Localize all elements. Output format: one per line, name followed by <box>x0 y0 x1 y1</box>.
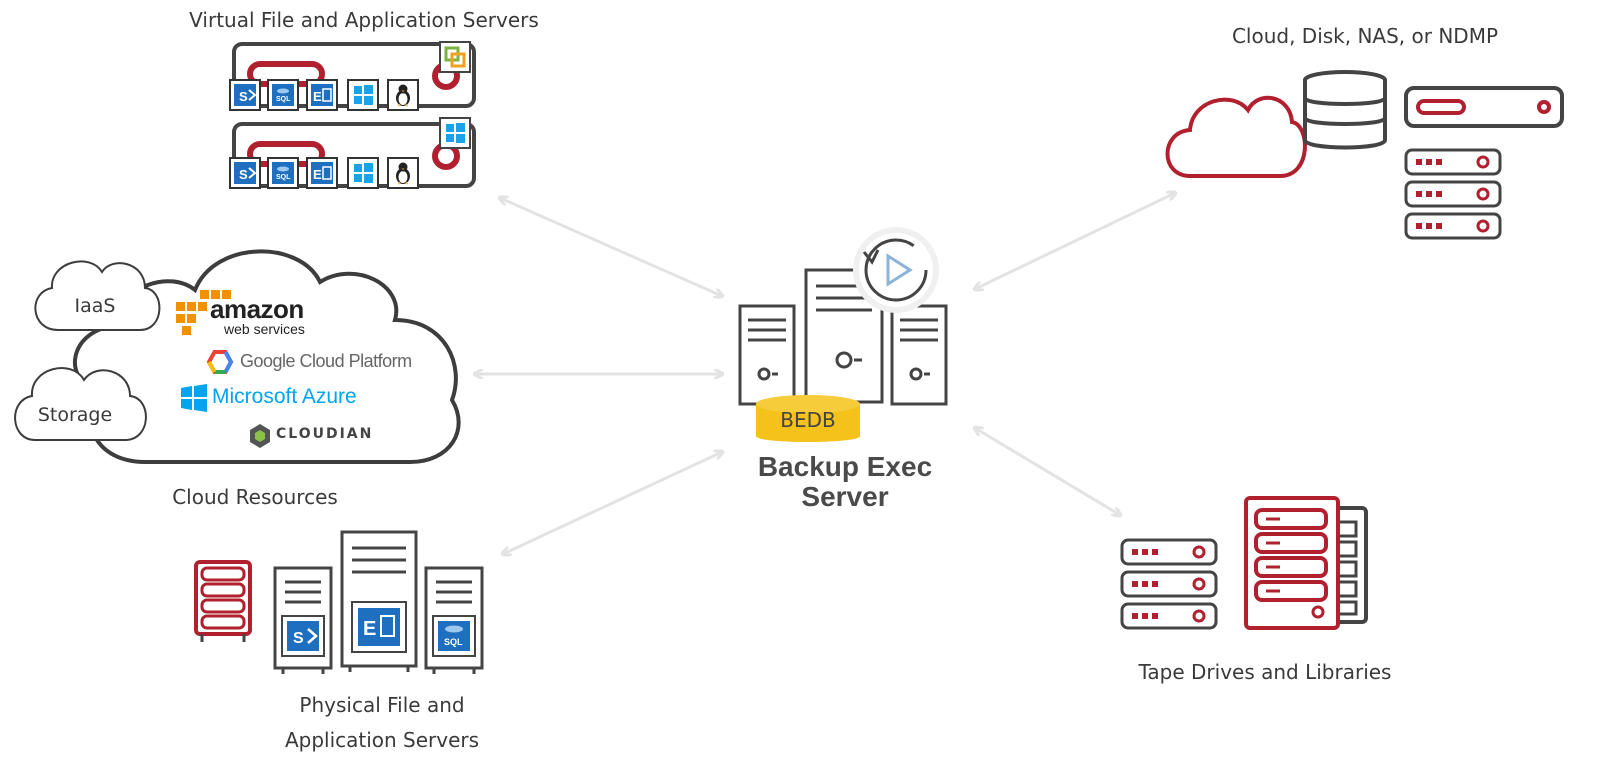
arrow-backup-to-storage <box>975 193 1175 289</box>
sql-server-icon <box>267 79 299 111</box>
disk-database-icon <box>1303 70 1387 150</box>
google-cloud-icon <box>206 350 234 374</box>
exchange-icon <box>306 79 338 111</box>
connection-arrows <box>475 193 1175 554</box>
left-tower-icon <box>738 304 796 406</box>
vmware-icon <box>439 41 471 73</box>
aws-logo-icon <box>176 290 231 335</box>
virtual-server-2 <box>229 117 476 189</box>
rack-server-icon <box>194 560 252 642</box>
google-cloud-wordmark: Google Cloud Platform <box>240 351 412 371</box>
cloudian-wordmark: CLOUDIAN <box>276 426 374 442</box>
exchange-icon: E <box>351 601 407 653</box>
arrow-physical-to-backup <box>503 452 722 554</box>
virtual-server-1 <box>229 41 476 111</box>
cloudian-logo-icon <box>250 424 270 448</box>
sharepoint-icon <box>229 79 261 111</box>
exchange-icon <box>306 157 338 189</box>
cloud-storage-icon <box>1165 95 1307 178</box>
right-tower-icon <box>890 304 948 406</box>
storage-targets <box>1165 70 1564 240</box>
tape-label: Tape Drives and Libraries <box>1138 660 1392 684</box>
physical-servers-label-line1: Physical File and <box>299 693 465 717</box>
svg-text:SQL: SQL <box>444 637 463 647</box>
ndmp-unit-icon <box>1404 148 1502 176</box>
storage-cloud-icon <box>14 367 147 441</box>
azure-wordmark: Microsoft Azure <box>212 385 357 408</box>
svg-text:S: S <box>293 630 304 647</box>
tape-library-icon <box>1244 496 1368 630</box>
virtual-servers-label: Virtual File and Application Servers <box>189 8 539 32</box>
arrow-backup-to-tape <box>975 428 1120 515</box>
sharepoint-icon <box>229 157 261 189</box>
tape-drive-icon <box>1120 602 1218 630</box>
cloud-resources <box>14 249 461 464</box>
backup-exec-server <box>738 227 948 442</box>
hyper-v-windows-icon <box>439 117 471 149</box>
linux-icon <box>387 157 419 189</box>
backup-exec-label-line2: Server <box>801 481 889 512</box>
tape-drive-icon <box>1120 570 1218 598</box>
bedb-label: BEDB <box>780 408 836 432</box>
sql-server-icon <box>267 157 299 189</box>
physical-servers-label-line2: Application Servers <box>284 728 480 752</box>
windows-icon <box>347 79 379 111</box>
cloud-resources-label: Cloud Resources <box>172 485 338 509</box>
linux-icon <box>387 79 419 111</box>
tape-libraries <box>1120 496 1368 630</box>
backup-exec-label-line1: Backup Exec <box>757 451 933 482</box>
aws-wordmark: amazon <box>210 294 304 324</box>
nas-device-icon <box>1404 86 1564 128</box>
ndmp-unit-icon <box>1404 212 1502 240</box>
arrow-virtual-to-backup <box>500 198 722 296</box>
iaas-label: IaaS <box>74 295 116 317</box>
replay-badge-icon <box>853 227 939 313</box>
cloud-disk-label: Cloud, Disk, NAS, or NDMP <box>1231 24 1499 48</box>
aws-subtitle: web services <box>224 321 305 337</box>
sql-icon: SQL <box>432 615 476 657</box>
svg-text:E: E <box>363 618 376 640</box>
physical-servers: S E SQL <box>194 530 484 676</box>
ndmp-unit-icon <box>1404 180 1502 208</box>
iaas-cloud-icon <box>34 260 161 331</box>
storage-label: Storage <box>37 404 113 426</box>
sharepoint-icon: S <box>281 615 325 657</box>
bedb-database-icon <box>756 395 860 442</box>
azure-logo-icon <box>181 384 207 412</box>
windows-icon <box>347 157 379 189</box>
tape-drive-icon <box>1120 538 1218 566</box>
